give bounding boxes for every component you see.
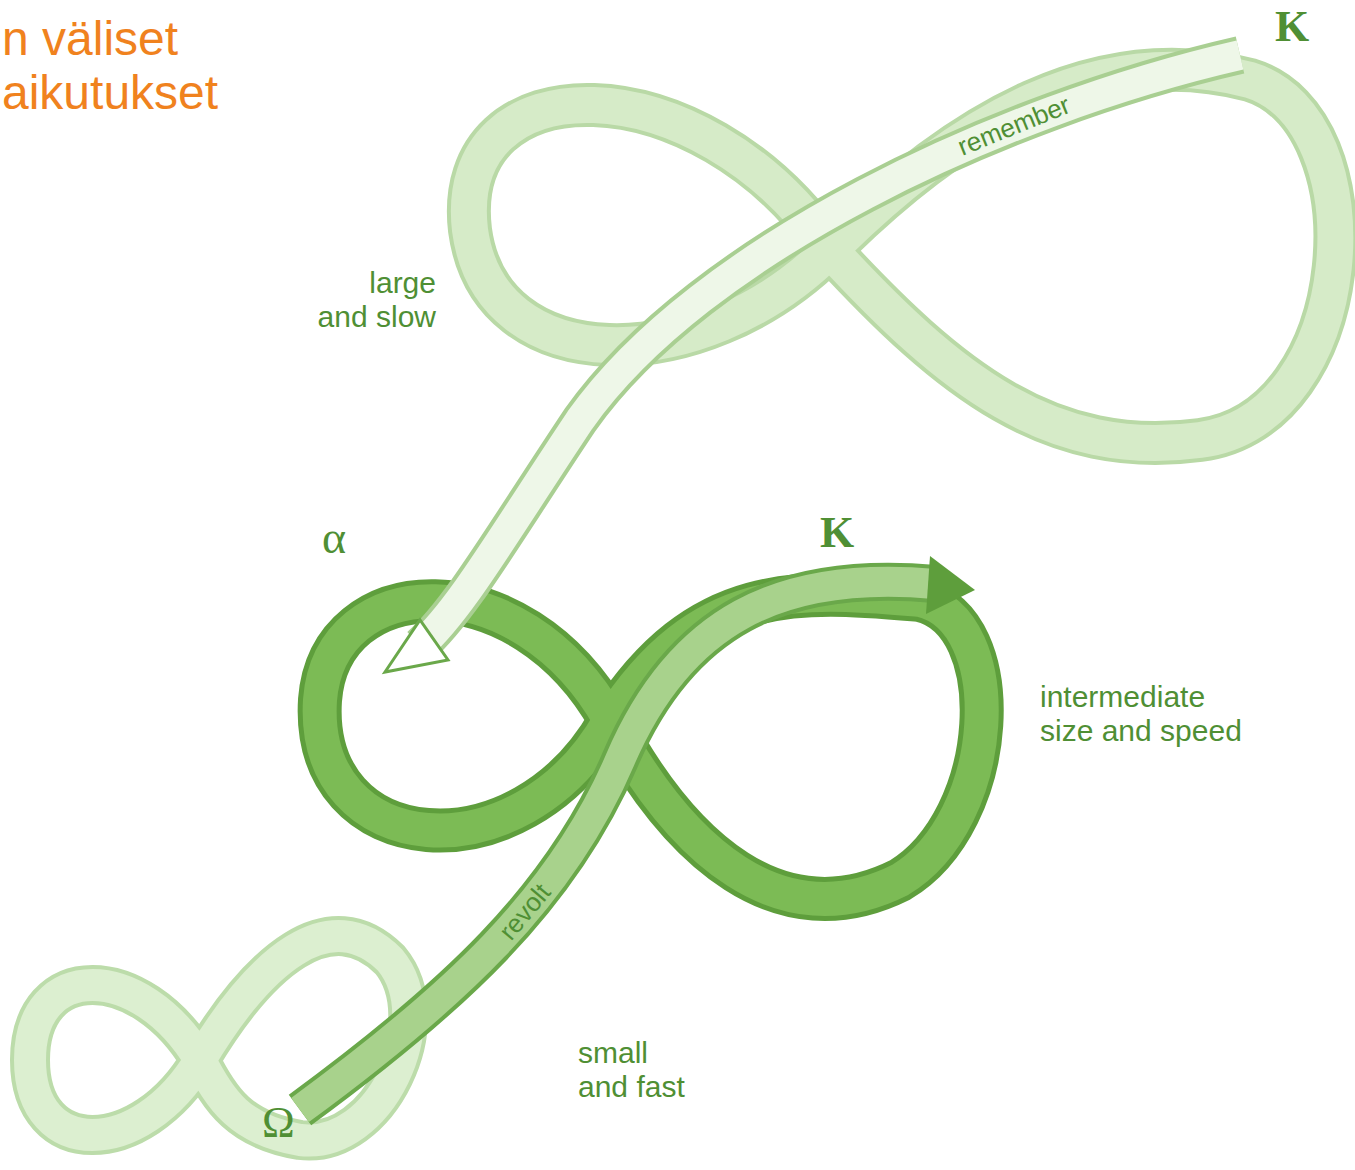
revolt-band-edge — [300, 582, 935, 1110]
revolt-arrowhead — [926, 556, 975, 614]
remember-arrowhead — [385, 620, 448, 672]
phase-letter: α — [322, 512, 346, 564]
scale-label: small and fast — [578, 1036, 688, 1103]
revolt-band — [300, 582, 935, 1110]
scale-label: large and slow — [314, 266, 436, 333]
phase-letter: K — [820, 508, 854, 557]
small-loop — [30, 936, 408, 1140]
remember-band-edge — [420, 55, 1240, 646]
small-loop-face — [30, 936, 408, 1140]
remember-band — [420, 55, 1240, 646]
phase-letter: K — [1275, 2, 1309, 51]
scale-label: intermediate size and speed — [1040, 680, 1245, 747]
intermediate-loop-face — [320, 595, 982, 899]
phase-letter: Ω — [262, 1098, 295, 1147]
intermediate-loop — [320, 595, 982, 899]
slide-title: n väliset aikutukset — [2, 12, 222, 120]
